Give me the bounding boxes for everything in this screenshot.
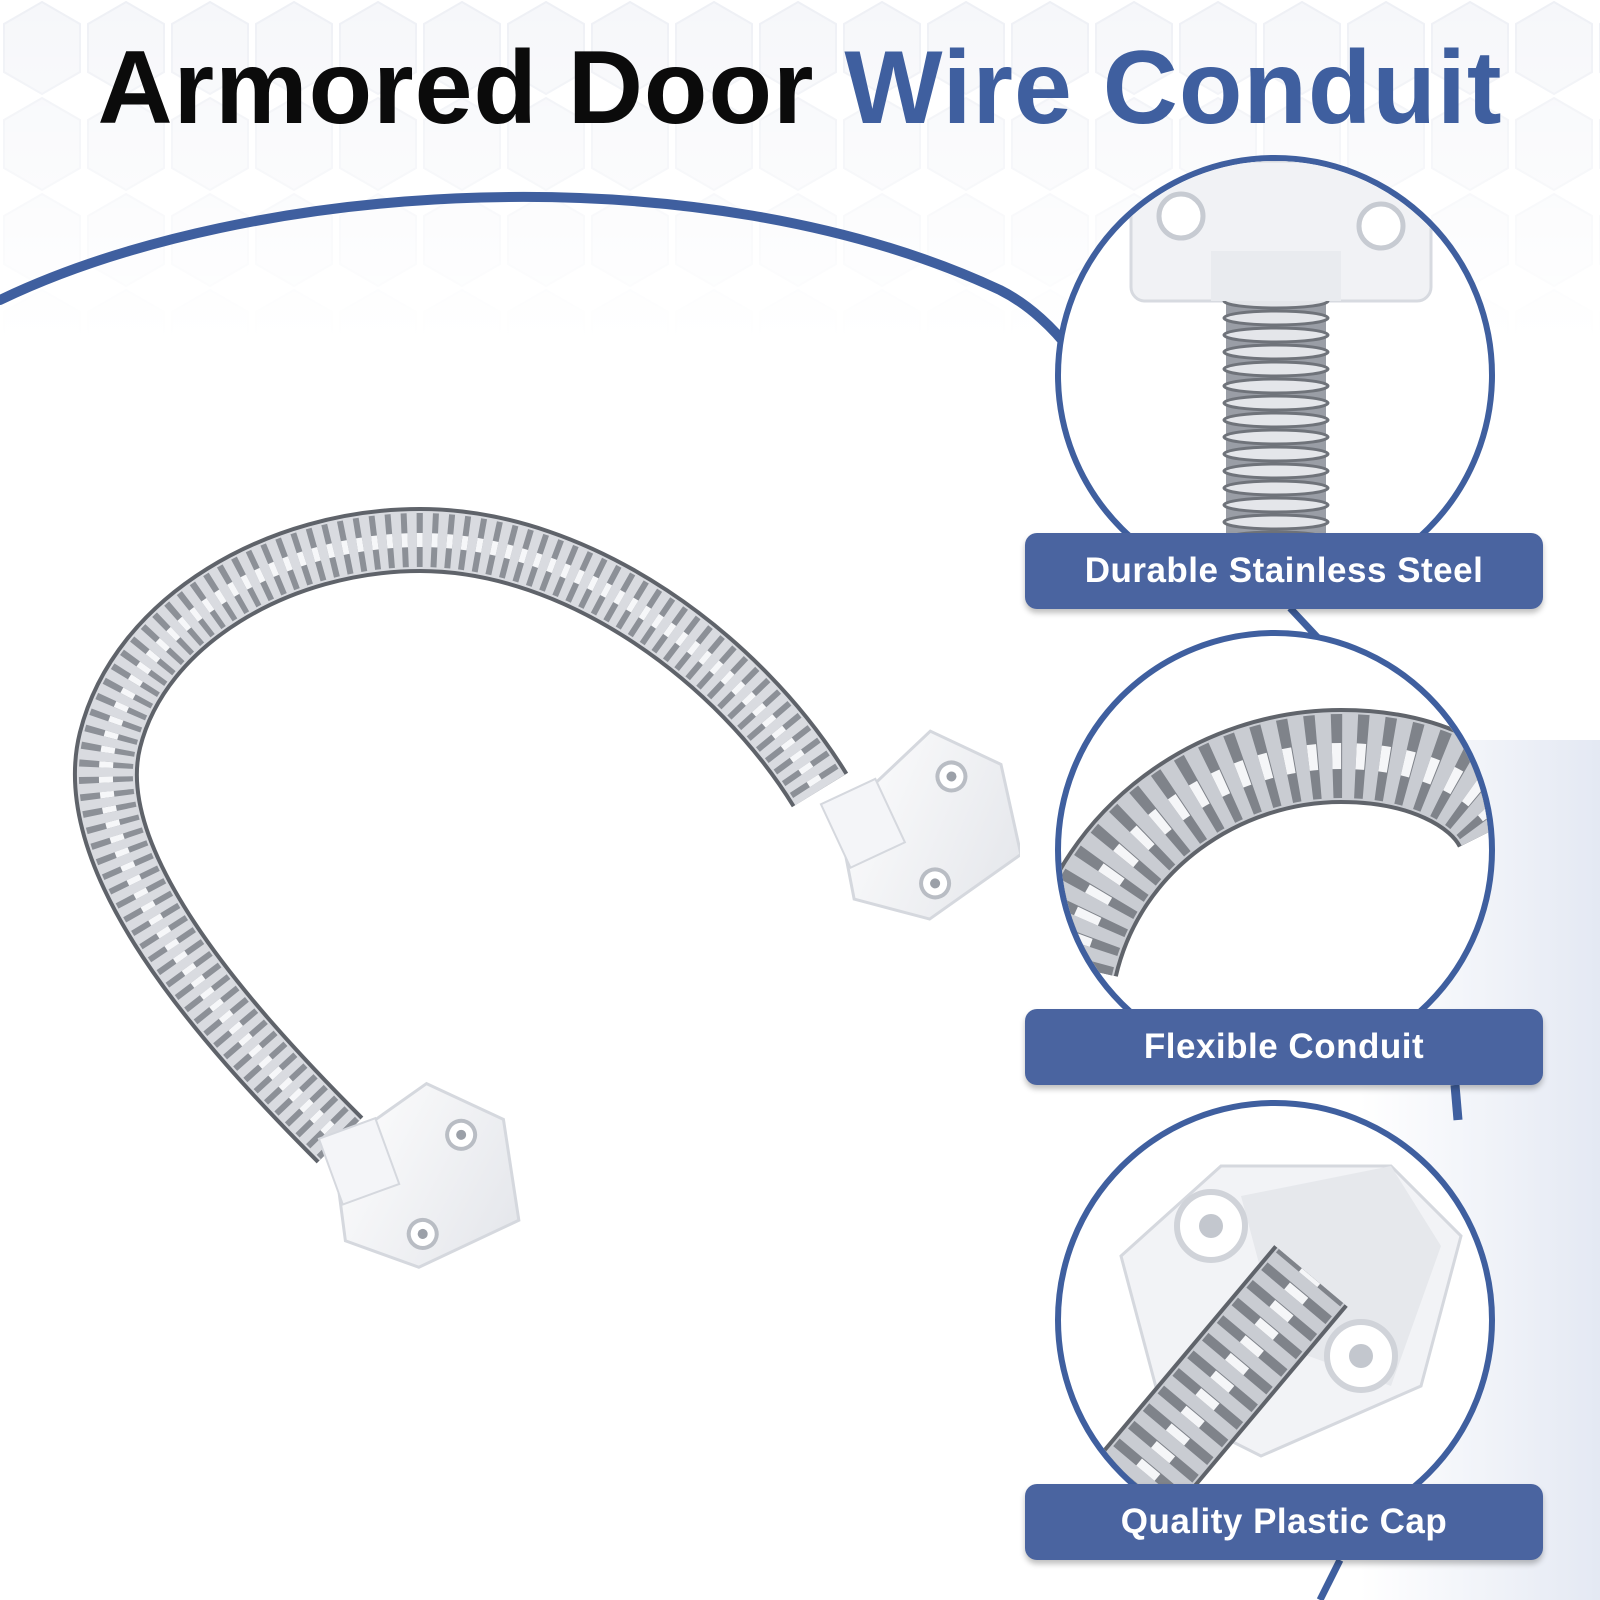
armored-door-loop-image: [72, 506, 1020, 1269]
detail-circle-plastic-cap: [1055, 1100, 1495, 1540]
feature-label: Durable Stainless Steel: [1084, 551, 1484, 590]
coil-ring: [1222, 445, 1330, 463]
feature-badge-flexible-conduit: Flexible Conduit: [1025, 1009, 1543, 1085]
coil-ring: [1222, 428, 1330, 446]
title-part-blue: Wire Conduit: [844, 30, 1503, 146]
coil-ring: [1222, 309, 1330, 327]
coil-ring: [1222, 394, 1330, 412]
plastic-cap-closeup: [1064, 1164, 1463, 1534]
coil-ring: [1222, 462, 1330, 480]
detail-circle-stainless-steel: [1055, 155, 1495, 595]
feature-label: Flexible Conduit: [1143, 1027, 1425, 1066]
coil-ring: [1222, 513, 1330, 531]
feature-label: Quality Plastic Cap: [1120, 1502, 1448, 1541]
stainless-steel-coil-closeup: [1129, 161, 1433, 589]
coil-ring: [1222, 496, 1330, 514]
coil-ring: [1222, 343, 1330, 361]
coil-ring: [1222, 479, 1330, 497]
feature-badge-plastic-cap: Quality Plastic Cap: [1025, 1484, 1543, 1560]
coil-ring: [1222, 377, 1330, 395]
page-title: Armored Door Wire Conduit: [0, 28, 1600, 148]
flexible-conduit-closeup: [1061, 707, 1489, 979]
detail-circle-flexible-conduit: [1055, 630, 1495, 1070]
coil-ring: [1222, 360, 1330, 378]
coil-ring: [1222, 411, 1330, 429]
coil-ring: [1222, 326, 1330, 344]
feature-badge-stainless-steel: Durable Stainless Steel: [1025, 533, 1543, 609]
title-part-black: Armored Door: [97, 30, 815, 146]
